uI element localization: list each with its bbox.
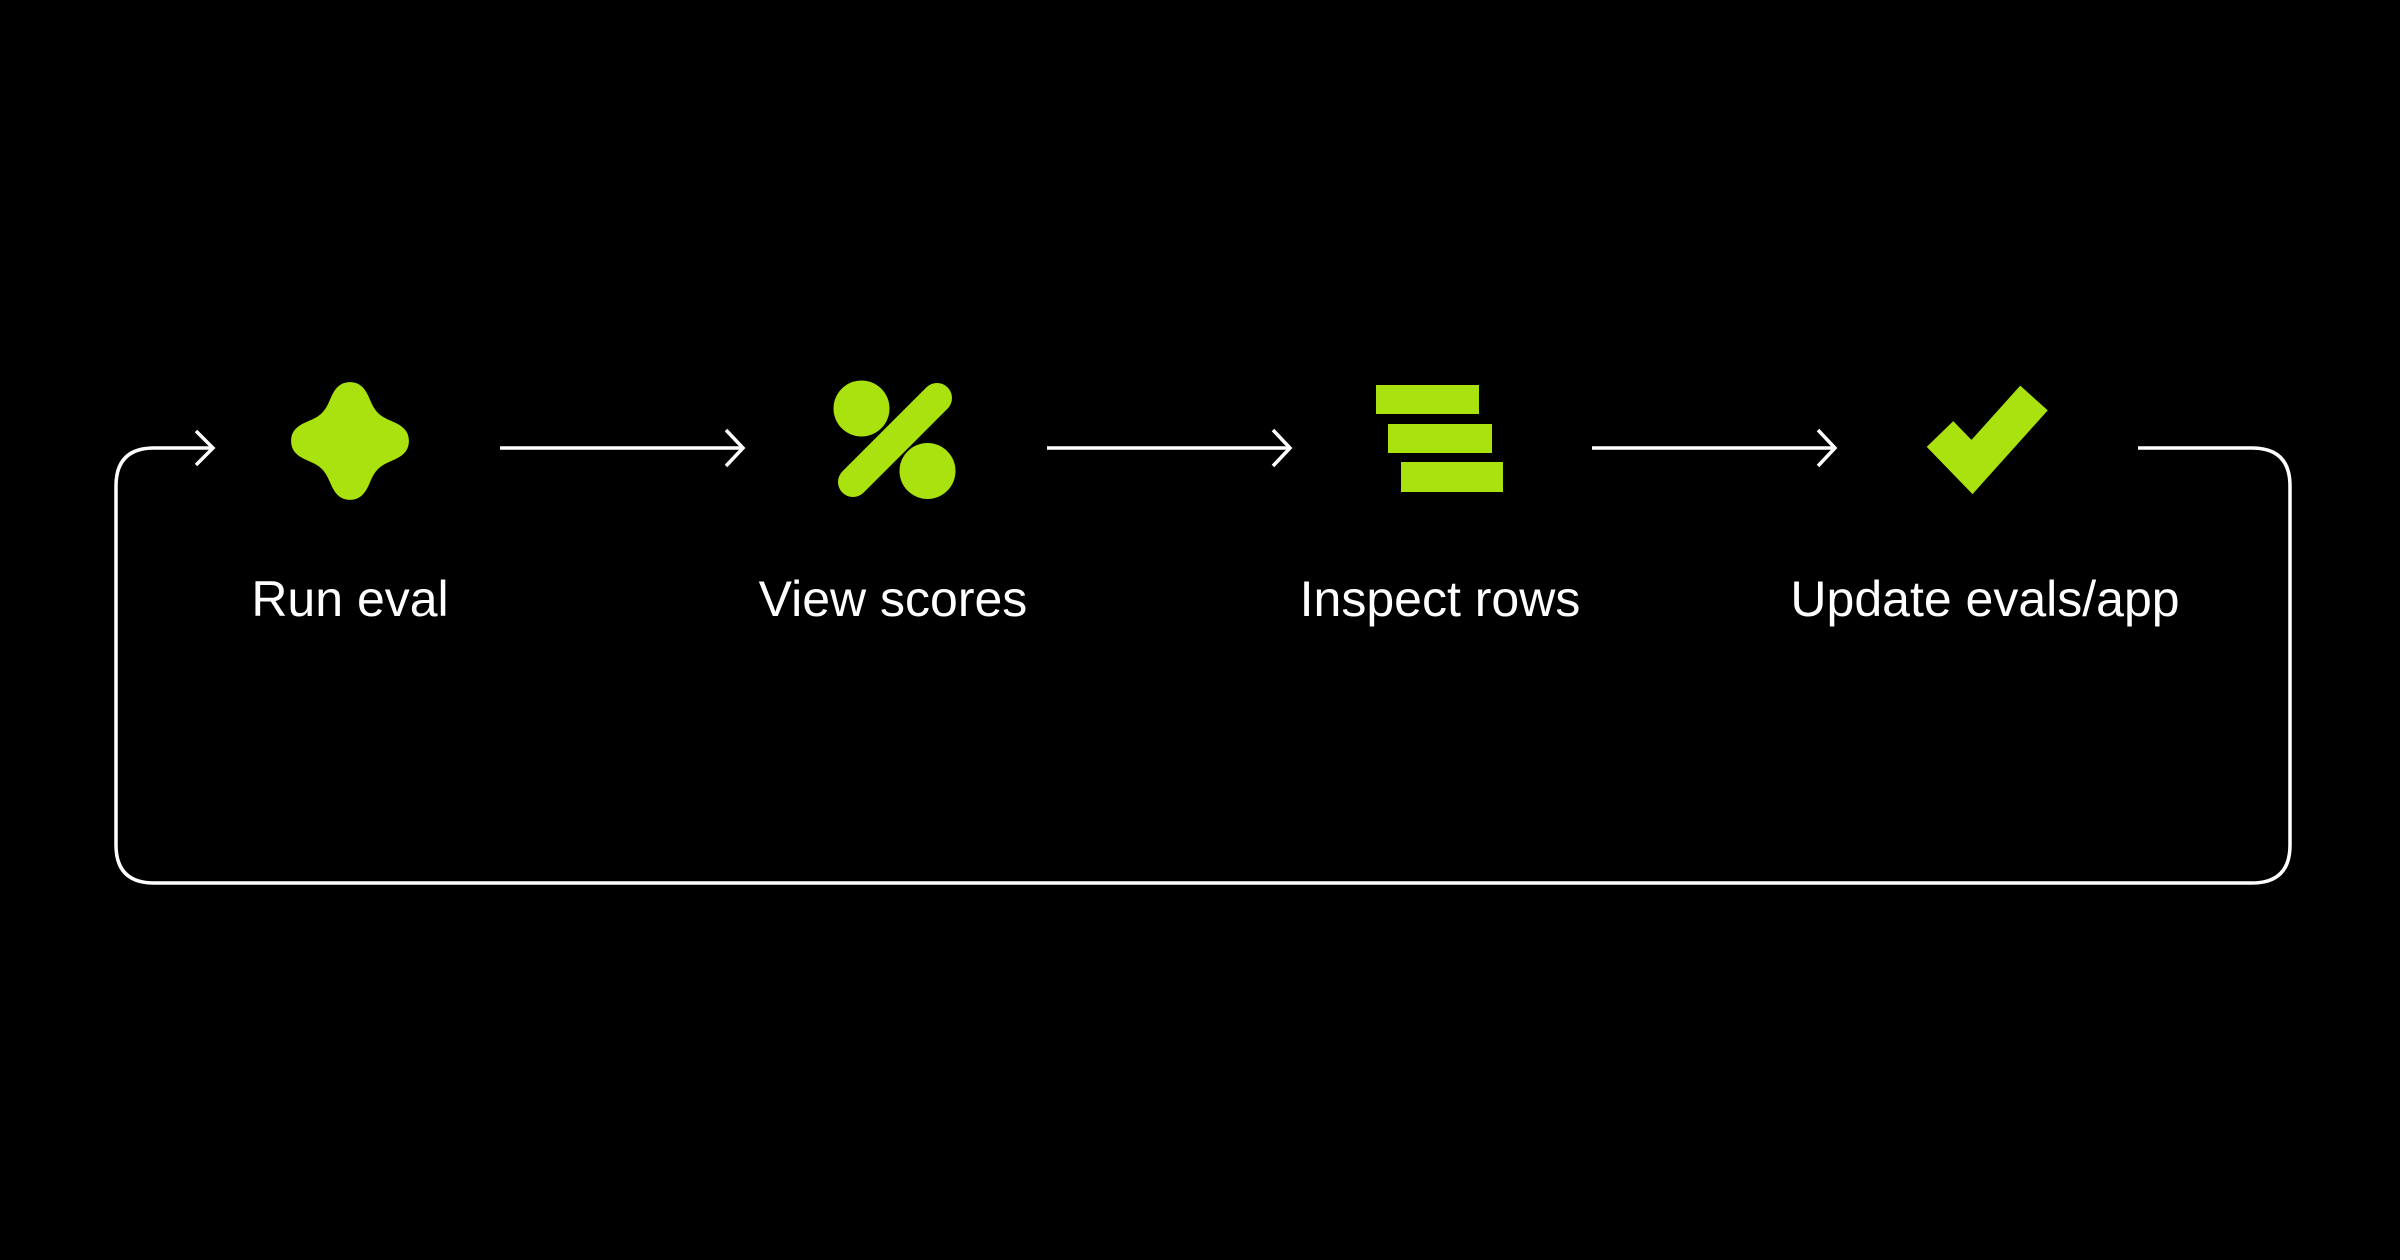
step-label-inspect-rows: Inspect rows [1299, 571, 1581, 627]
flow-arrow-3 [1592, 428, 1838, 468]
arrowhead-icon [1271, 428, 1293, 468]
check-icon [1926, 385, 2048, 495]
step-label-view-scores: View scores [758, 571, 1028, 627]
step-label-update-evals-app: Update evals/app [1790, 571, 2180, 627]
feedback-loop-connector [114, 429, 2292, 885]
sparkle-icon [291, 382, 409, 500]
arrowhead-icon [1816, 428, 1838, 468]
loop-arrowhead-icon [194, 429, 216, 467]
step-label-run-eval: Run eval [251, 571, 449, 627]
percent-icon [833, 380, 956, 499]
flow-arrow-2 [1047, 428, 1293, 468]
arrowhead-icon [724, 428, 746, 468]
flow-arrow-1 [500, 428, 746, 468]
stacked-rows-icon [1376, 385, 1503, 492]
